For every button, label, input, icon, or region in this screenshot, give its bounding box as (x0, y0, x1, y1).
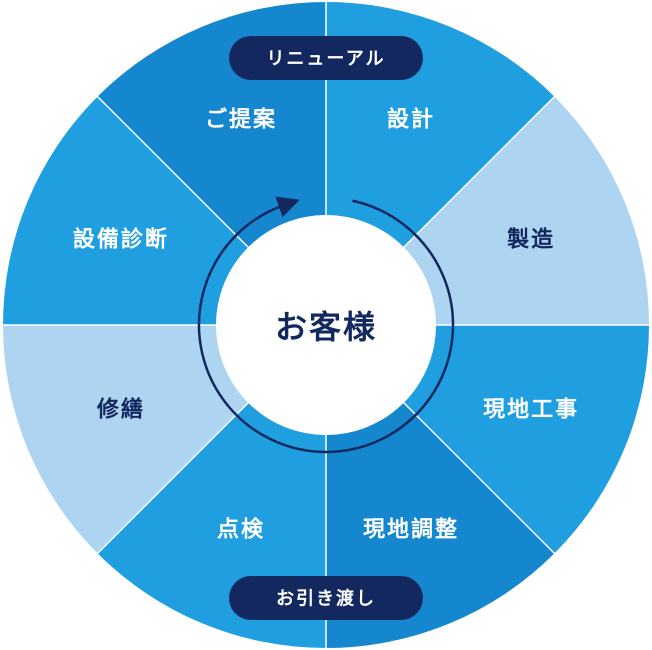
cycle-arrow-arc (197, 199, 455, 454)
badge-handover-label: お引き渡し (276, 588, 376, 610)
badge-handover: お引き渡し (229, 576, 423, 620)
segment-label-5: 点検 (217, 517, 265, 543)
inner-layer: お客様 (197, 196, 455, 454)
segment-label-1: 設計 (387, 106, 435, 132)
segment-label-4: 現地調整 (363, 517, 459, 543)
badge-renewal-label: リニューアル (266, 49, 385, 70)
cycle-arrow-head-icon (275, 196, 300, 218)
badge-renewal: リニューアル (229, 36, 423, 80)
badge-renewal-background (229, 36, 423, 80)
segment-label-3: 現地工事 (483, 396, 579, 422)
segment-label-6: 修繕 (96, 396, 145, 422)
center-disc (216, 215, 436, 435)
segment-label-7: 設備診断 (73, 227, 169, 253)
segment-label-8: ご提案 (205, 106, 277, 132)
segment-label-2: 製造 (506, 227, 555, 253)
badge-handover-background (229, 576, 423, 620)
center-label: お客様 (275, 308, 377, 346)
